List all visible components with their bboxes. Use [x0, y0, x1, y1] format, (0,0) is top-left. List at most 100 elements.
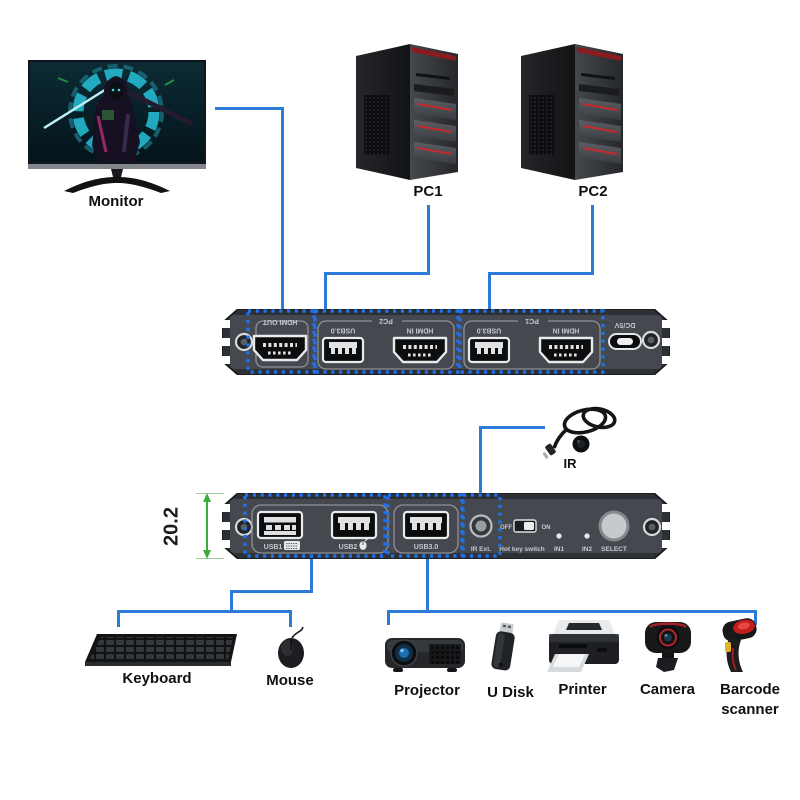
cable-kb-riser: [310, 559, 313, 593]
in1-label: IN1: [554, 546, 565, 553]
monitor-bottom-strip: [28, 164, 206, 169]
printer-label: Printer: [558, 681, 607, 698]
camera-clip: [656, 658, 678, 672]
monitor-screen-art: [43, 64, 194, 162]
usb3-group-outline: [393, 504, 459, 554]
projector-image: [385, 638, 465, 672]
usb2-label: USB2: [339, 544, 358, 551]
cable-usb-tick-left: [387, 610, 390, 625]
usb1-label: USB1: [264, 544, 283, 551]
pc1-group-label: PC1: [525, 317, 539, 324]
cable-usb-riser: [426, 559, 429, 612]
ir-jack-plug: [543, 443, 556, 459]
camera-neck: [662, 652, 674, 659]
screw: [641, 330, 661, 350]
cable-usb-tick-right: [754, 610, 757, 625]
pc2-label: PC2: [578, 183, 608, 200]
power-label: DC/5V: [614, 321, 635, 328]
camera-label: Camera: [639, 681, 696, 698]
mouse-highlight: [281, 640, 293, 656]
pc2-hdmi-label: HDMI IN: [407, 327, 434, 334]
dimension-value: 20.2: [160, 507, 183, 546]
dimension-arrow-down: [203, 550, 211, 559]
edge-notches: [222, 320, 670, 364]
scanner-head-group: [722, 618, 757, 642]
select-label: SELECT: [601, 546, 627, 553]
printer-body-top: [549, 634, 619, 642]
pc1-usb-port: [467, 336, 511, 364]
udisk-highlight: [493, 633, 505, 668]
monitor-image: [28, 60, 206, 193]
projector-label: Projector: [394, 682, 460, 699]
cable-ir-h: [479, 426, 545, 429]
highlight-box-pc2-group: [313, 309, 460, 374]
udisk-label: U Disk: [487, 684, 534, 701]
cable-pc1-v: [427, 205, 430, 275]
edge-notches: [222, 504, 670, 548]
cable-usb-bracket: [387, 610, 757, 613]
usb1-port: [256, 510, 304, 540]
pc1-tower-image: [356, 44, 458, 180]
kvm-front-panel: USB1 USB2 USB3.0: [222, 493, 670, 559]
scanner-trigger: [725, 642, 731, 652]
keyboard-image: [85, 634, 237, 666]
keyboard-keys: [90, 637, 233, 659]
cable-kb-drop: [230, 590, 233, 612]
ir-receiver-image: [543, 406, 617, 459]
mouse-icon: [359, 536, 371, 550]
udisk-image: [491, 622, 515, 671]
cable-pc1-h: [324, 272, 430, 275]
projector-foot: [393, 668, 403, 672]
cable-pc1-drop: [324, 272, 327, 309]
mouse-image: [278, 626, 304, 668]
udisk-hole: [498, 662, 503, 667]
pc1-usb-label: USB3.0: [477, 327, 502, 334]
in2-led: [584, 533, 590, 539]
scanner-red-stripe: [731, 647, 737, 671]
pc1-group-label-mask: [518, 317, 548, 326]
pc-tower-body: [356, 44, 458, 180]
scanner-red-glow-inner: [737, 622, 750, 630]
cable-pc2-h: [488, 272, 594, 275]
ir-eye: [572, 435, 590, 453]
ir-cable-coil: [552, 406, 617, 449]
select-button: [598, 510, 630, 542]
projector-vents: [429, 644, 461, 664]
pc1-label: PC1: [413, 183, 443, 200]
dimension-arrow-up: [203, 493, 211, 502]
hot-key-switch-label: Hot key switch: [499, 546, 545, 553]
monitor-stand-feet: [64, 177, 170, 193]
printer-button: [597, 648, 607, 652]
cable-kb-bracket: [117, 610, 292, 613]
barcode-scanner-image: [722, 618, 757, 672]
in2-label: IN2: [582, 546, 593, 553]
mouse-label: Mouse: [266, 672, 314, 689]
printer-paper: [553, 654, 585, 667]
usb2-port: [330, 510, 378, 540]
in1-led: [556, 533, 562, 539]
switch-on-label: ON: [542, 525, 551, 531]
cable-kb-h: [230, 590, 313, 593]
projector-lens-glint: [400, 648, 404, 653]
cable-pc2-drop: [488, 272, 491, 309]
pc1-hdmi-port: [538, 336, 594, 364]
highlight-box-pc1-group: [458, 309, 605, 374]
keyboard-icon: [284, 541, 300, 550]
keyboard-label: Keyboard: [122, 670, 192, 687]
kvm-back-panel: HDMI OUT PC2 USB3.0 HDMI IN PC1 USB3.0: [222, 309, 670, 375]
pc-tower-body: [521, 44, 623, 180]
dimension-line: [206, 496, 208, 556]
cable-pc2-v: [591, 205, 594, 275]
hdmi-out-port: [252, 334, 308, 362]
highlight-box-ir-ext: [461, 493, 502, 558]
mouse-cable: [291, 626, 304, 639]
barcode-label-line1: Barcode: [719, 681, 781, 698]
pc2-usb-label: USB3.0: [331, 327, 356, 334]
barcode-label-line2: scanner: [721, 701, 779, 718]
cable-kb-tick-right: [289, 610, 292, 627]
screw: [642, 517, 662, 537]
projector-lens-inner: [399, 648, 409, 658]
pc2-group-label: PC2: [379, 317, 393, 324]
udisk-body-group: [491, 622, 515, 671]
power-port: [608, 333, 642, 350]
